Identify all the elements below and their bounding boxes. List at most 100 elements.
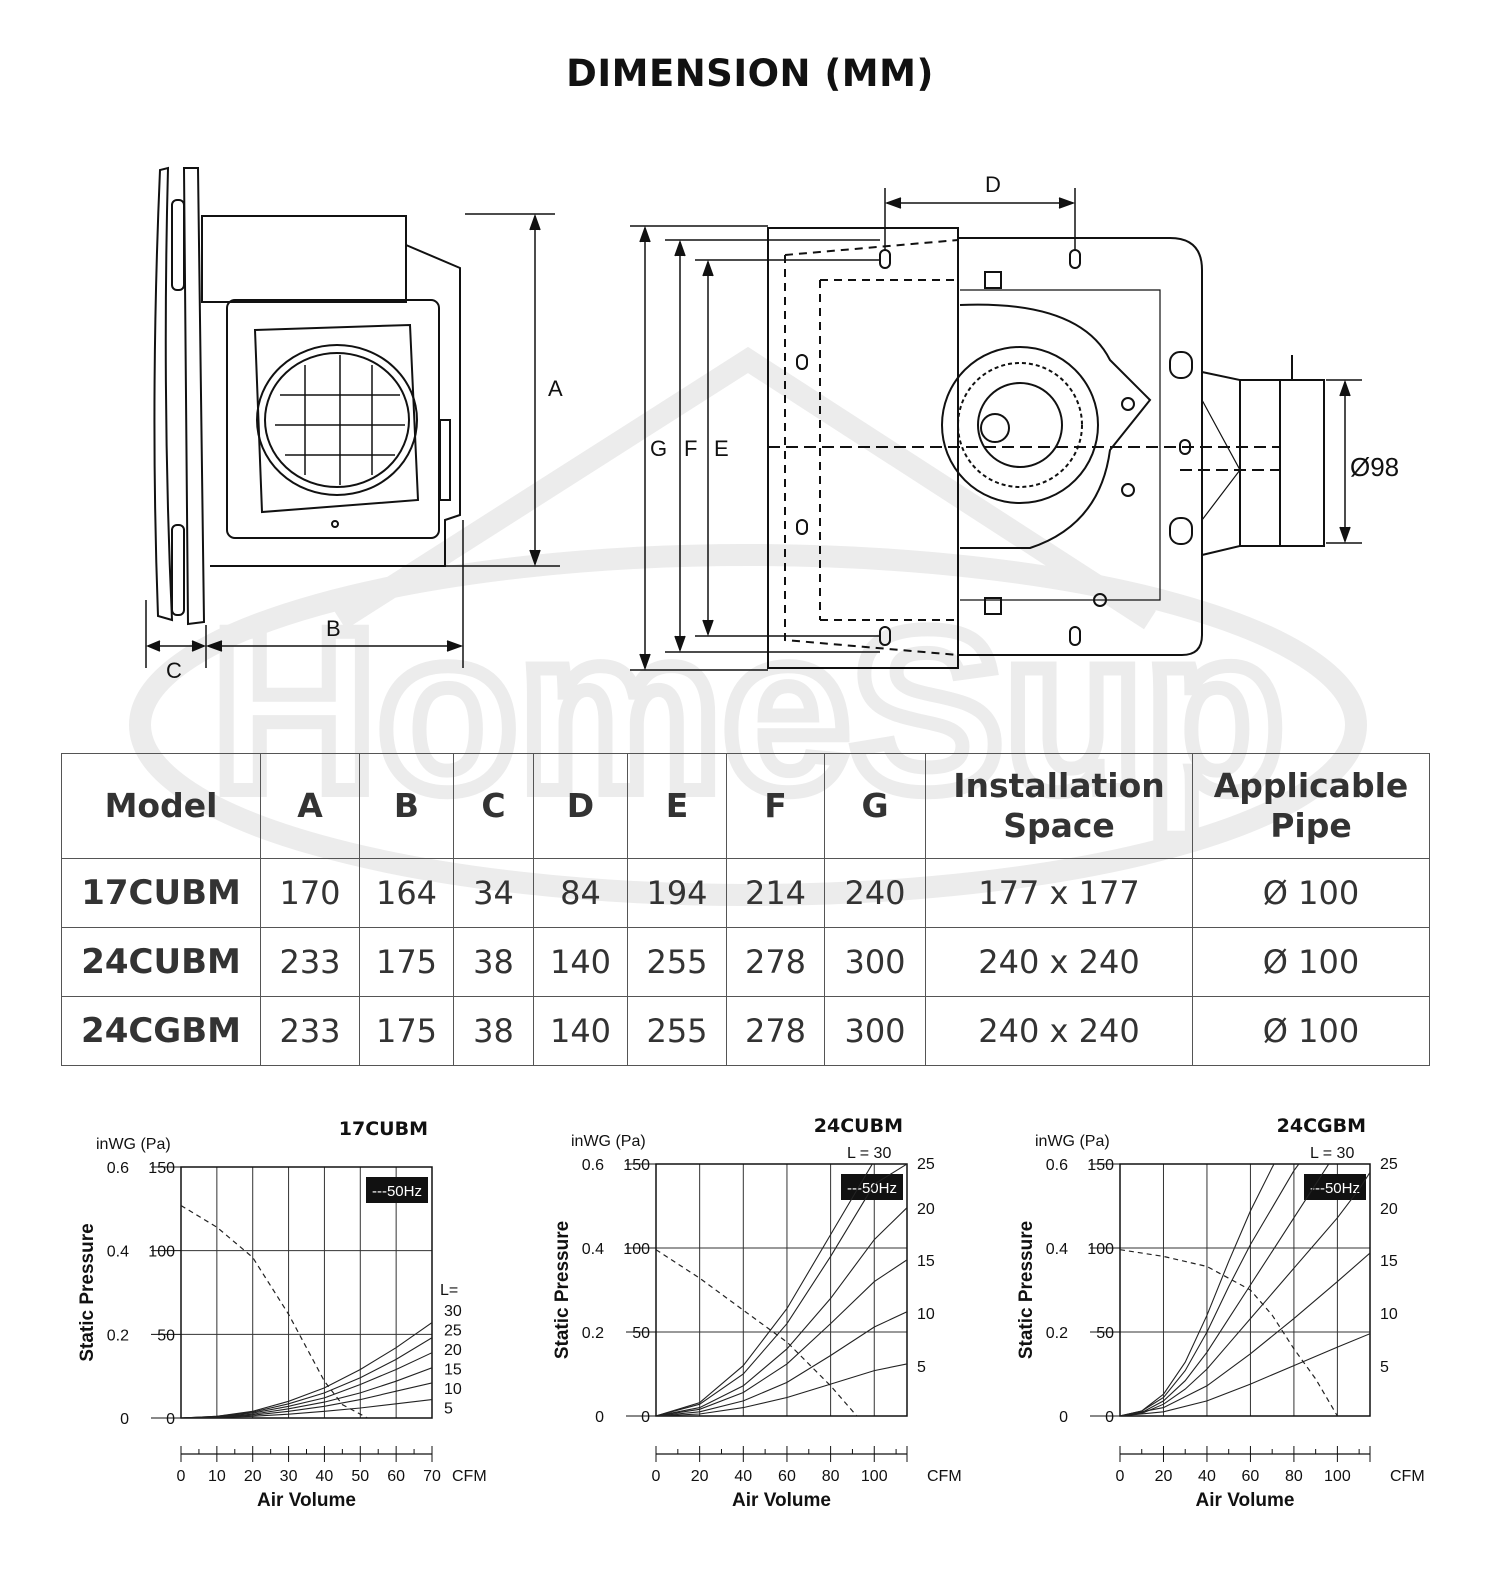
x-tick-label: 20: [244, 1468, 262, 1485]
y-tick-label-inwg: 0.4: [1046, 1241, 1068, 1258]
x-tick-label: 100: [1324, 1468, 1351, 1485]
label-pipe: Ø98: [1350, 452, 1399, 482]
y-tick-label-pa: 0: [166, 1411, 175, 1428]
y-unit-label: inWG (Pa): [571, 1133, 646, 1150]
motor-shaft: [980, 413, 1010, 443]
resistance-curve-l15: [181, 1367, 432, 1418]
curve-label-l25: 25: [917, 1156, 935, 1173]
resistance-curve-l30: [1120, 1164, 1275, 1416]
y-tick-label-pa: 50: [632, 1325, 650, 1342]
curve-label-l30: L = 30: [1310, 1145, 1354, 1162]
bracket-top: [984, 271, 1002, 289]
cell-model: 17CUBM: [61, 858, 261, 928]
resistance-curve-l10: [1120, 1252, 1370, 1416]
front-dimensions: [630, 188, 1362, 671]
resistance-curve-l20: [1120, 1164, 1330, 1416]
y-axis-label: Static Pressure: [1016, 1221, 1037, 1359]
blower-hub: [977, 382, 1063, 468]
curve-label-l20: 20: [444, 1342, 462, 1359]
cell-d: 140: [533, 927, 628, 997]
cell-e: 194: [627, 858, 727, 928]
y-tick-label-pa: 100: [623, 1241, 650, 1258]
grille-panel: [182, 167, 206, 626]
plot-frame: [655, 1163, 908, 1417]
y-unit-label: inWG (Pa): [96, 1136, 171, 1153]
y-tick-label-pa: 50: [1096, 1325, 1114, 1342]
outlet-inner-circle: [264, 352, 410, 488]
series-group: [1120, 1164, 1370, 1416]
x-tick-label: 40: [1198, 1468, 1216, 1485]
curve-label-l5: 5: [1380, 1359, 1389, 1376]
y-tick-label-pa: 100: [148, 1244, 175, 1261]
y-tick-label-pa: 150: [623, 1157, 650, 1174]
label-b: B: [326, 616, 341, 641]
y-unit-label: inWG (Pa): [1035, 1133, 1110, 1150]
label-f: F: [684, 436, 697, 461]
cell-a: 233: [260, 996, 360, 1066]
cell-c: 38: [453, 996, 534, 1066]
label-e: E: [714, 436, 729, 461]
blower-scroll: [941, 346, 1099, 504]
cell-applicable-pipe: Ø 100: [1192, 858, 1430, 928]
resistance-curve-l25: [1120, 1164, 1300, 1416]
label-g: G: [650, 436, 667, 461]
side-dimensions: [145, 213, 560, 668]
cell-d: 140: [533, 996, 628, 1066]
frequency-badge: [366, 1177, 428, 1203]
label-d: D: [985, 172, 1001, 197]
x-tick-label: 60: [778, 1468, 796, 1485]
x-tick-label: 60: [1242, 1468, 1260, 1485]
damper-grid: [275, 355, 405, 485]
cell-g: 300: [824, 996, 926, 1066]
housing-hidden-outline: [784, 239, 959, 656]
frequency-badge-label: ---50Hz: [1310, 1180, 1360, 1197]
cell-b: 164: [359, 858, 454, 928]
y-tick-label-inwg: 0.6: [582, 1157, 604, 1174]
y-tick-label-pa: 50: [157, 1327, 175, 1344]
body-outline: [210, 244, 461, 567]
y-tick-label-pa: 100: [1087, 1241, 1114, 1258]
header-c: C: [453, 753, 534, 859]
x-unit-label: CFM: [927, 1468, 962, 1485]
screw-hole: [331, 520, 339, 528]
cell-b: 175: [359, 996, 454, 1066]
x-tick-label: 40: [734, 1468, 752, 1485]
cell-g: 300: [824, 927, 926, 997]
y-tick-label-pa: 0: [641, 1409, 650, 1426]
outlet-circle: [256, 344, 418, 496]
y-tick-label-pa: 150: [148, 1160, 175, 1177]
y-tick-label-inwg: 0.6: [1046, 1157, 1068, 1174]
mount-hole: [1169, 517, 1193, 545]
x-tick-label: 70: [423, 1468, 441, 1485]
y-tick-label-pa: 0: [1105, 1409, 1114, 1426]
curve-label-l5: 5: [444, 1401, 453, 1418]
curve-label-l15: 15: [1380, 1253, 1398, 1270]
fan-curve: [181, 1204, 368, 1418]
y-tick-label-inwg: 0: [595, 1409, 604, 1426]
curve-label-l25: 25: [444, 1323, 462, 1340]
curve-label-l5: 5: [917, 1359, 926, 1376]
resistance-curve-l25: [656, 1164, 907, 1416]
table-row: 24CUBM 233 175 38 140 255 278 300 240 x …: [61, 927, 1430, 997]
x-unit-label: CFM: [1390, 1468, 1425, 1485]
curve-label-l10: 10: [444, 1381, 462, 1398]
cell-e: 255: [627, 996, 727, 1066]
x-unit-label: CFM: [452, 1468, 487, 1485]
resistance-curve-l5: [1120, 1333, 1370, 1416]
cell-f: 278: [726, 996, 825, 1066]
x-tick-label: 10: [208, 1468, 226, 1485]
y-tick-label-pa: 150: [1087, 1157, 1114, 1174]
curve-label-l25: 25: [1380, 1156, 1398, 1173]
y-tick-label-inwg: 0.6: [107, 1160, 129, 1177]
y-tick-label-inwg: 0.4: [582, 1241, 604, 1258]
cell-applicable-pipe: Ø 100: [1192, 996, 1430, 1066]
cell-b: 175: [359, 927, 454, 997]
cell-model: 24CUBM: [61, 927, 261, 997]
curve-label-l30: 30: [444, 1303, 462, 1320]
curve-label-l15: 15: [444, 1362, 462, 1379]
curve-label-l15: 15: [917, 1253, 935, 1270]
duct-outlet: [1279, 379, 1325, 547]
